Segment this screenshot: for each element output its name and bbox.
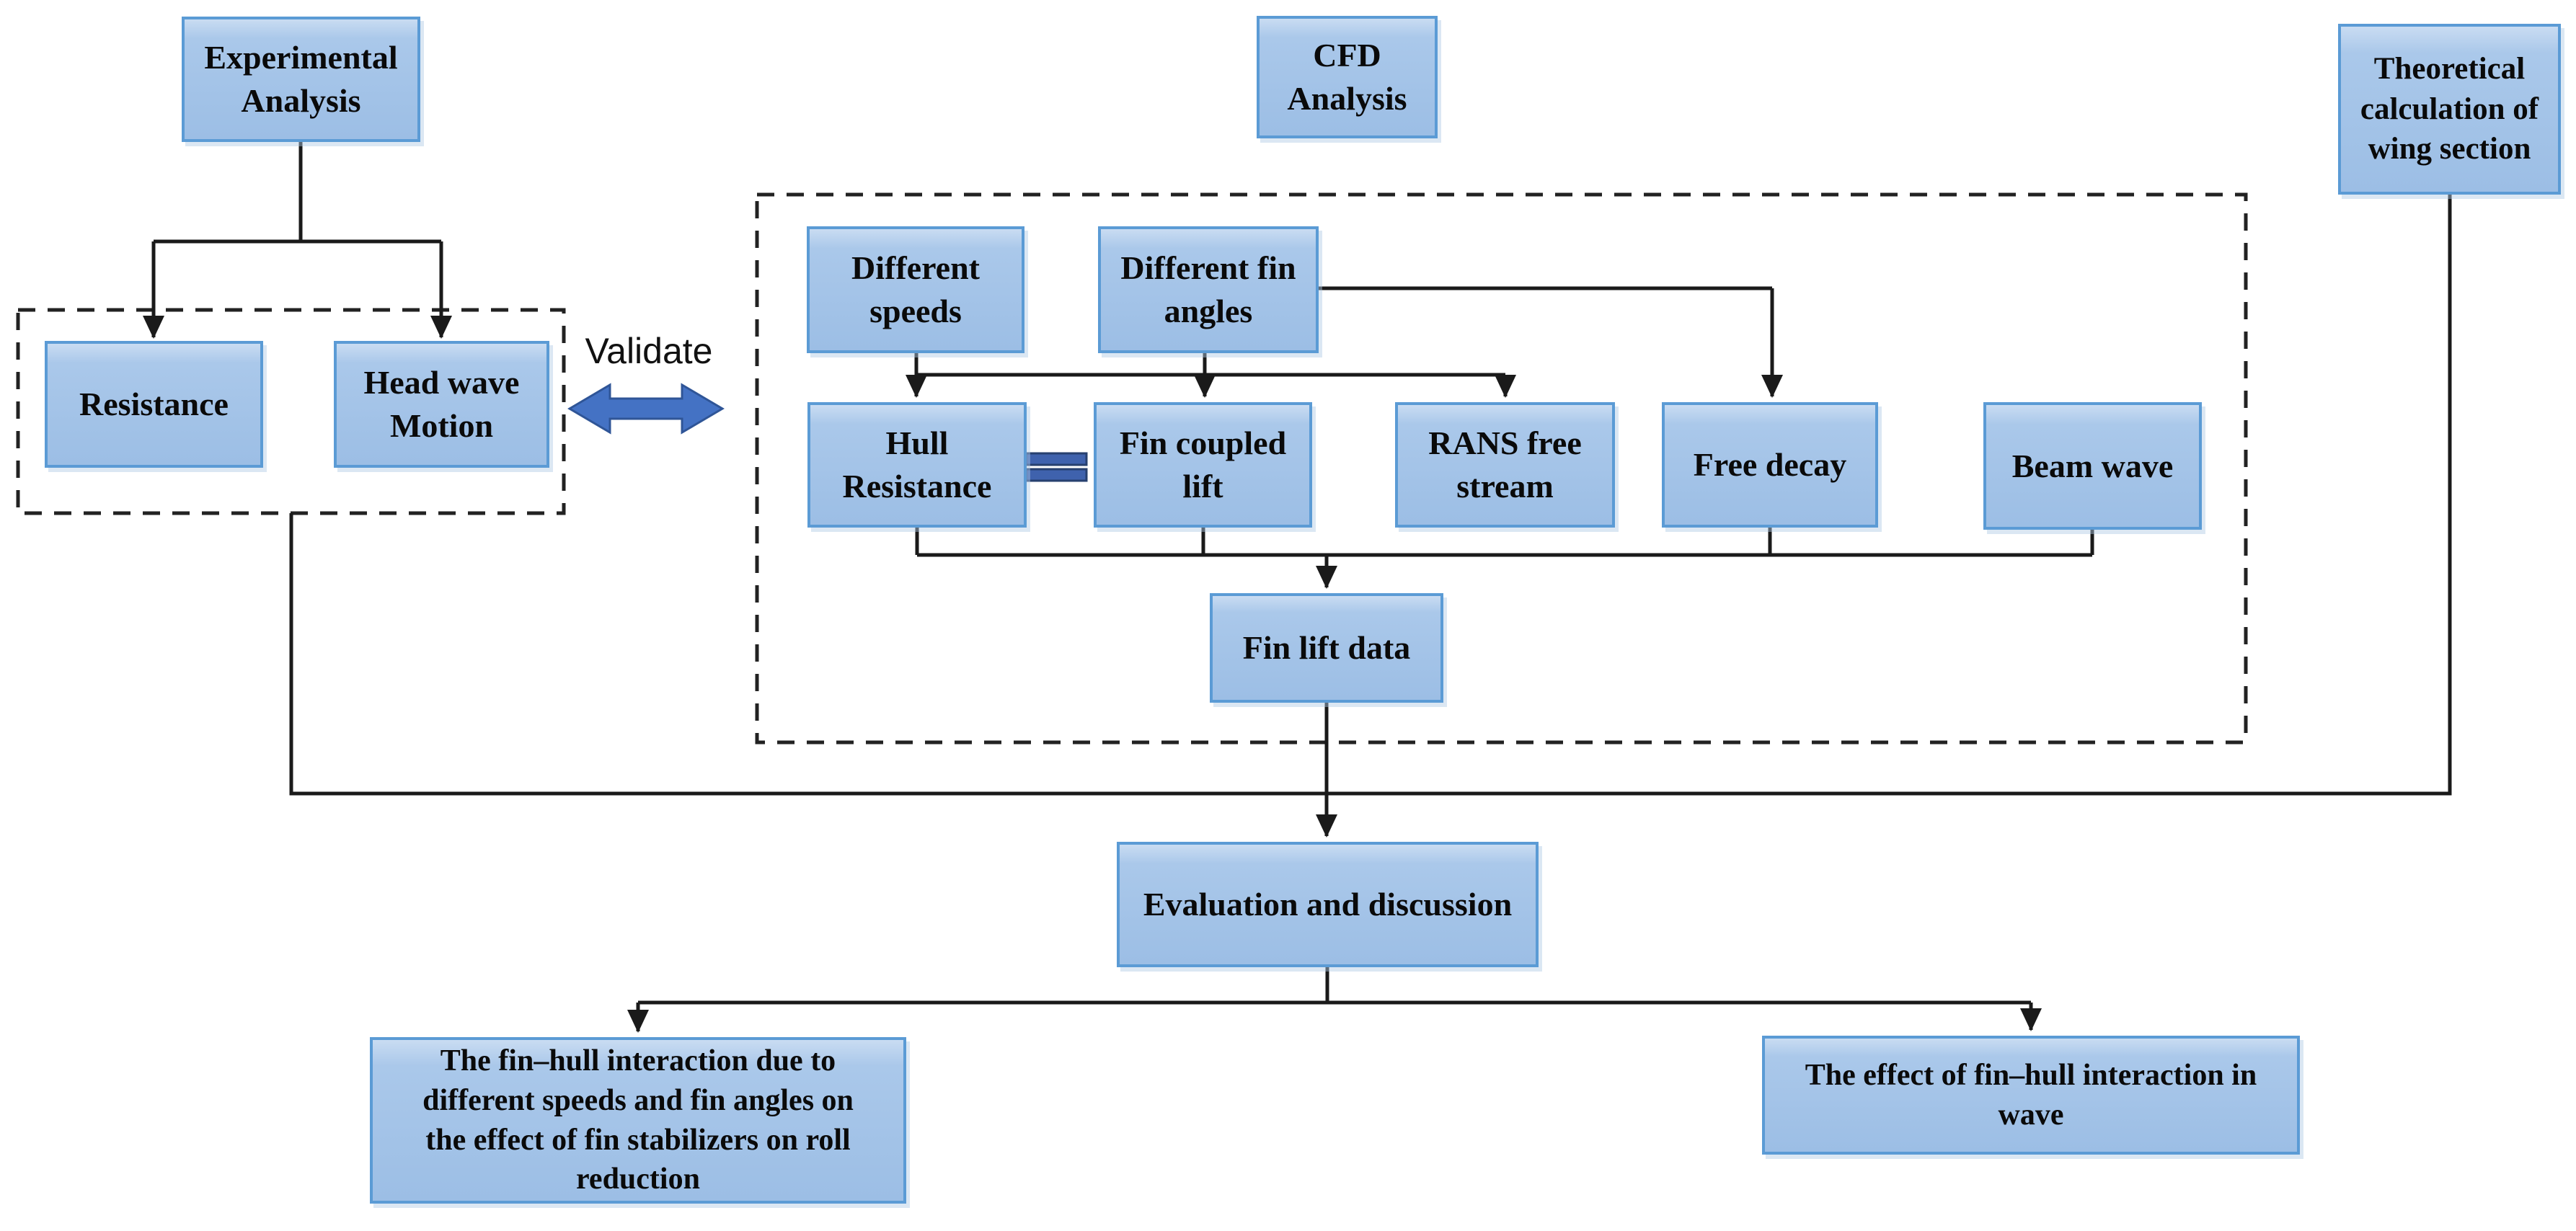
node-cfd-analysis: CFD Analysis [1257, 16, 1438, 138]
node-evaluation-discussion: Evaluation and discussion [1117, 842, 1539, 967]
node-beam-wave: Beam wave [1983, 402, 2202, 530]
node-theoretical-wing-section: Theoretical calculation of wing section [2338, 24, 2561, 195]
node-different-speeds: Different speeds [807, 226, 1024, 353]
node-experimental-analysis: Experimental Analysis [182, 17, 420, 142]
node-fin-lift-data: Fin lift data [1210, 593, 1443, 703]
double-arrow-icon [567, 383, 725, 435]
connector-lines [143, 142, 2452, 1033]
validate-label: Validate [585, 331, 713, 371]
node-rans-free-stream: RANS free stream [1395, 402, 1615, 528]
node-outcome-wave: The effect of fin–hull interaction in wa… [1762, 1036, 2300, 1155]
node-hull-resistance: Hull Resistance [807, 402, 1027, 528]
node-head-wave-motion: Head wave Motion [334, 341, 549, 468]
cfd-dashed-container [755, 192, 2248, 745]
node-different-fin-angles: Different fin angles [1098, 226, 1319, 353]
node-resistance: Resistance [45, 341, 263, 468]
equals-icon [1024, 452, 1088, 482]
node-free-decay: Free decay [1662, 402, 1878, 528]
node-outcome-roll-reduction: The fin–hull interaction due to differen… [370, 1037, 906, 1204]
node-fin-coupled-lift: Fin coupled lift [1094, 402, 1312, 528]
